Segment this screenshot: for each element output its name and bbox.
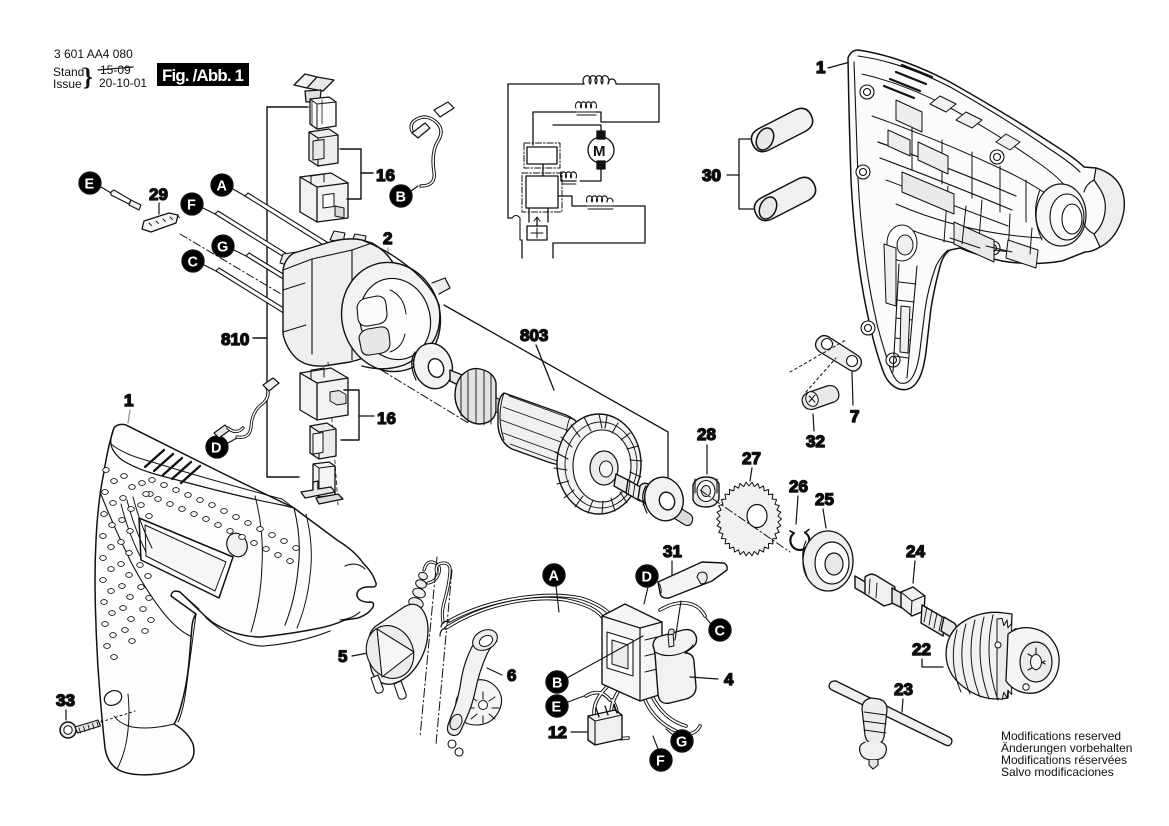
svg-text:12: 12 <box>548 723 567 742</box>
svg-text:F: F <box>656 754 665 770</box>
svg-text:24: 24 <box>906 542 925 561</box>
svg-text:5: 5 <box>338 647 347 666</box>
svg-text:7: 7 <box>850 407 859 426</box>
svg-text:22: 22 <box>912 640 931 659</box>
svg-text:A: A <box>217 179 228 195</box>
svg-text:Salvo modificaciones: Salvo modificaciones <box>1001 765 1114 779</box>
svg-text:G: G <box>217 240 228 256</box>
svg-text:23: 23 <box>894 680 913 699</box>
svg-text:C: C <box>715 624 726 640</box>
svg-text:6: 6 <box>507 666 516 685</box>
svg-text:A: A <box>549 569 560 585</box>
svg-text:26: 26 <box>789 477 808 496</box>
svg-text:3 601 AA4 080: 3 601 AA4 080 <box>54 47 133 61</box>
svg-text:28: 28 <box>697 425 716 444</box>
svg-text:27: 27 <box>742 449 761 468</box>
svg-text:32: 32 <box>806 432 825 451</box>
svg-text:M: M <box>593 143 606 160</box>
svg-text:1: 1 <box>816 58 825 77</box>
svg-text:B: B <box>552 676 562 692</box>
svg-text:F: F <box>187 198 196 214</box>
svg-text:25: 25 <box>815 490 834 509</box>
svg-text:Issue: Issue <box>53 77 82 91</box>
svg-text:Stand: Stand <box>53 65 84 79</box>
svg-text:33: 33 <box>56 691 75 710</box>
svg-text:810: 810 <box>221 330 249 349</box>
svg-text:Modifications reserved: Modifications reserved <box>1001 729 1121 743</box>
svg-text:4: 4 <box>724 670 734 689</box>
svg-text:Modifications réservées: Modifications réservées <box>1001 753 1127 767</box>
svg-text:29: 29 <box>149 185 168 204</box>
svg-text:20-10-01: 20-10-01 <box>99 76 147 90</box>
svg-text:15-09: 15-09 <box>100 63 131 77</box>
svg-text:G: G <box>676 735 687 751</box>
svg-text:}: } <box>83 64 93 91</box>
svg-text:Änderungen vorbehalten: Änderungen vorbehalten <box>1001 741 1132 755</box>
svg-text:1: 1 <box>124 391 133 410</box>
svg-text:30: 30 <box>702 166 721 185</box>
svg-text:803: 803 <box>520 326 548 345</box>
svg-text:31: 31 <box>663 542 682 561</box>
svg-text:2: 2 <box>383 229 392 248</box>
svg-text:C: C <box>188 255 199 271</box>
svg-text:D: D <box>211 441 221 457</box>
svg-text:D: D <box>642 570 652 586</box>
svg-text:B: B <box>396 190 406 206</box>
svg-text:16: 16 <box>377 409 396 428</box>
svg-text:Fig. /Abb. 1: Fig. /Abb. 1 <box>162 66 244 85</box>
svg-text:16: 16 <box>376 166 395 185</box>
svg-text:E: E <box>552 700 562 716</box>
svg-text:E: E <box>85 177 95 193</box>
